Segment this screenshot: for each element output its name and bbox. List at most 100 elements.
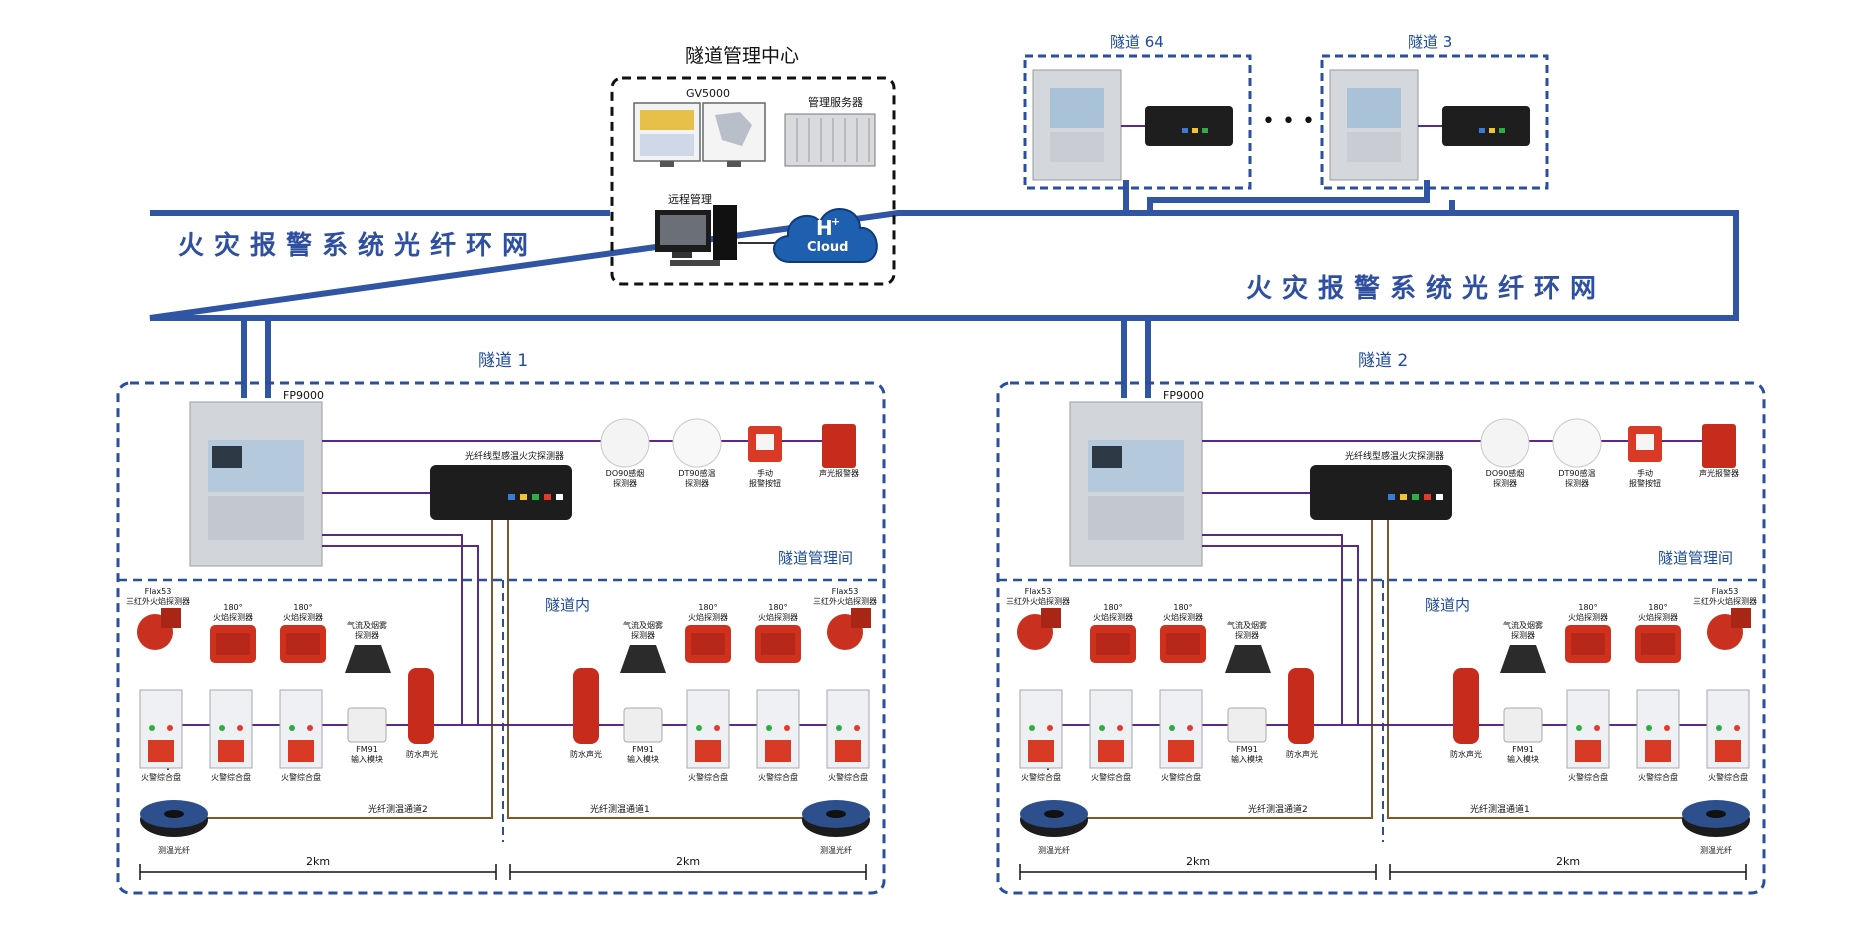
- fm91-module-icon: [347, 707, 387, 743]
- top-device-label: DT90感温: [1558, 468, 1595, 478]
- tunnel-border: [996, 381, 1766, 895]
- flame-180-label: 180°: [698, 603, 717, 612]
- fm91-module-icon: [1227, 707, 1267, 743]
- fm91-label: FM91: [1512, 745, 1534, 754]
- heat-detector-icon: [672, 418, 722, 468]
- ring-label-right: 火灾报警系统光纤环网: [1246, 273, 1606, 304]
- box-label: 火警综合盘: [1708, 772, 1748, 782]
- airflow-label: 气流及烟雾: [623, 620, 663, 630]
- remote-tunnel-64: 隧道 64: [1023, 33, 1252, 190]
- fm91-label: 输入模块: [627, 754, 659, 764]
- box-label: 火警综合盘: [281, 772, 321, 782]
- airflow-label: 探测器: [355, 630, 379, 640]
- top-device-label: 探测器: [1565, 478, 1589, 488]
- heat-detector-icon: [1552, 418, 1602, 468]
- server-rack-icon: [784, 113, 876, 167]
- flame-180-label: 火焰探测器: [758, 612, 798, 622]
- flame-180-label: 180°: [223, 603, 242, 612]
- waterproof-label: 防水声光: [570, 749, 602, 759]
- mgmt-center-title: 隧道管理中心: [685, 45, 799, 67]
- ring-label-left: 火灾报警系统光纤环网: [178, 230, 538, 261]
- linear-detector-icon: [1145, 106, 1233, 146]
- waterproof-label: 防水声光: [1450, 749, 1482, 759]
- distance-label: 2km: [676, 855, 700, 868]
- top-device-label: 探测器: [613, 478, 637, 488]
- flame-180-label: 180°: [1173, 603, 1192, 612]
- cloud-h: H: [816, 216, 833, 240]
- airflow-smoke-detector-icon: [1500, 645, 1546, 673]
- linear-detector-icon: [1310, 465, 1452, 520]
- box-label: 火警综合盘: [141, 772, 181, 782]
- distance-label: 2km: [306, 855, 330, 868]
- flame-180-label: 180°: [768, 603, 787, 612]
- fm91-label: 输入模块: [1507, 754, 1539, 764]
- fm91-label: FM91: [356, 745, 378, 754]
- fm91-label: FM91: [1236, 745, 1258, 754]
- linear-detector-label: 光纤线型感温火灾探测器: [1345, 450, 1444, 462]
- remote-label: 远程管理: [668, 192, 712, 206]
- channel-2-label: 光纤测温通道2: [368, 803, 428, 815]
- airflow-label: 气流及烟雾: [1227, 620, 1267, 630]
- box-label: 火警综合盘: [1638, 772, 1678, 782]
- gv5000-monitors-icon: [633, 102, 766, 167]
- flax-label: Flax53: [145, 587, 172, 596]
- channel-1-label: 光纤测温通道1: [590, 803, 650, 815]
- remote-pc-icon: [655, 205, 737, 266]
- box-label: 火警综合盘: [1161, 772, 1201, 782]
- flame-180-label: 火焰探测器: [1163, 612, 1203, 622]
- remote-tunnel-title: 隧道 64: [1110, 33, 1164, 51]
- linear-detector-label: 光纤线型感温火灾探测器: [465, 450, 564, 462]
- top-device-label: DO90感烟: [606, 468, 645, 478]
- fiber-label: 测温光纤: [1700, 845, 1732, 855]
- waterproof-alarm-icon: [408, 668, 434, 744]
- airflow-smoke-detector-icon: [345, 645, 391, 673]
- tunnel-title: 隧道 2: [1358, 351, 1408, 371]
- airflow-label: 探测器: [631, 630, 655, 640]
- airflow-smoke-detector-icon: [1225, 645, 1271, 673]
- flax-label: 三红外火焰探测器: [1006, 596, 1070, 606]
- flame-180-label: 180°: [1578, 603, 1597, 612]
- management-center: 隧道管理中心 GV5000 管理服务器 远程管理: [610, 45, 896, 286]
- gv5000-label: GV5000: [686, 87, 730, 100]
- flame-180-label: 火焰探测器: [1093, 612, 1133, 622]
- waterproof-label: 防水声光: [406, 749, 438, 759]
- fm91-label: FM91: [632, 745, 654, 754]
- top-device-label: 探测器: [685, 478, 709, 488]
- flame-180-label: 火焰探测器: [213, 612, 253, 622]
- smoke-detector-icon: [600, 418, 650, 468]
- smoke-detector-icon: [1480, 418, 1530, 468]
- top-device-label: 报警按钮: [749, 478, 781, 488]
- cloud-icon: H + Cloud: [773, 208, 878, 263]
- fm91-label: 输入模块: [1231, 754, 1263, 764]
- inside-label: 隧道内: [1425, 596, 1470, 614]
- box-label: 火警综合盘: [211, 772, 251, 782]
- remote-tunnel-title: 隧道 3: [1408, 33, 1452, 51]
- distance-label: 2km: [1556, 855, 1580, 868]
- sound-light-alarm-icon: [822, 424, 856, 468]
- flame-180-label: 火焰探测器: [688, 612, 728, 622]
- flame-180-label: 180°: [1103, 603, 1122, 612]
- tunnel-border: [116, 381, 886, 895]
- waterproof-alarm-icon: [573, 668, 599, 744]
- fm91-module-icon: [623, 707, 663, 743]
- distance-label: 2km: [1186, 855, 1210, 868]
- alarm-panel-box-icon: [139, 689, 183, 769]
- box-label: 火警综合盘: [828, 772, 868, 782]
- cloud-plus: +: [831, 215, 840, 228]
- room-label: 隧道管理间: [778, 549, 853, 567]
- fiber-label: 测温光纤: [158, 845, 190, 855]
- waterproof-alarm-icon: [1453, 668, 1479, 744]
- inside-label: 隧道内: [545, 596, 590, 614]
- remote-tunnel-3: 隧道 3: [1320, 33, 1549, 190]
- flame-180-label: 180°: [293, 603, 312, 612]
- fiber-label: 测温光纤: [820, 845, 852, 855]
- flame-180-label: 火焰探测器: [1638, 612, 1678, 622]
- linear-detector-icon: [430, 465, 572, 520]
- fiber-ring-network: [149, 180, 1739, 398]
- fm91-module-icon: [1503, 707, 1543, 743]
- airflow-label: 气流及烟雾: [1503, 620, 1543, 630]
- top-device-label: 手动: [757, 468, 773, 478]
